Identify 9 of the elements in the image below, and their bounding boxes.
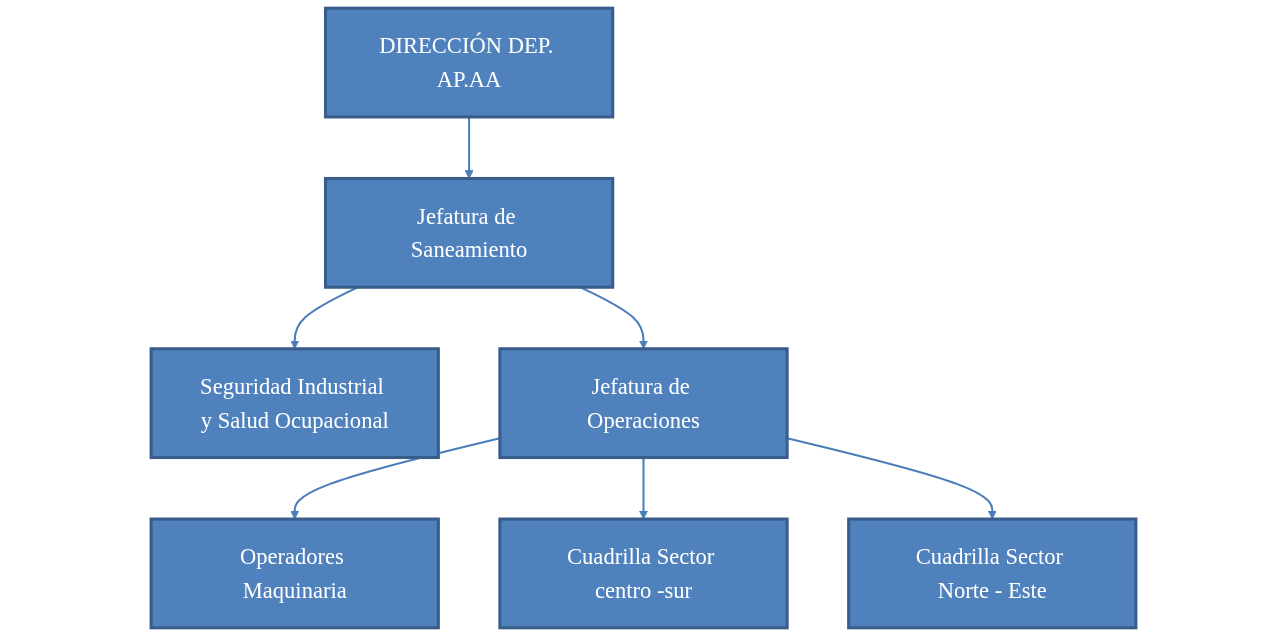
node-box: Operadores Maquinaria xyxy=(149,517,440,630)
arrow xyxy=(639,457,648,520)
arrow xyxy=(464,116,474,179)
node-box: Cuadrilla Sector Norte - Este xyxy=(847,517,1138,630)
node-box: Jefatura de Saneamiento xyxy=(323,176,615,289)
node-box: Jefatura de Operaciones xyxy=(498,347,789,460)
node-box: DIRECCIÓN DEP. AP.AA xyxy=(323,6,615,119)
node-box: Seguridad Industrial y Salud Ocupacional xyxy=(149,347,440,460)
node-box: Cuadrilla Sector centro -sur xyxy=(498,517,789,630)
